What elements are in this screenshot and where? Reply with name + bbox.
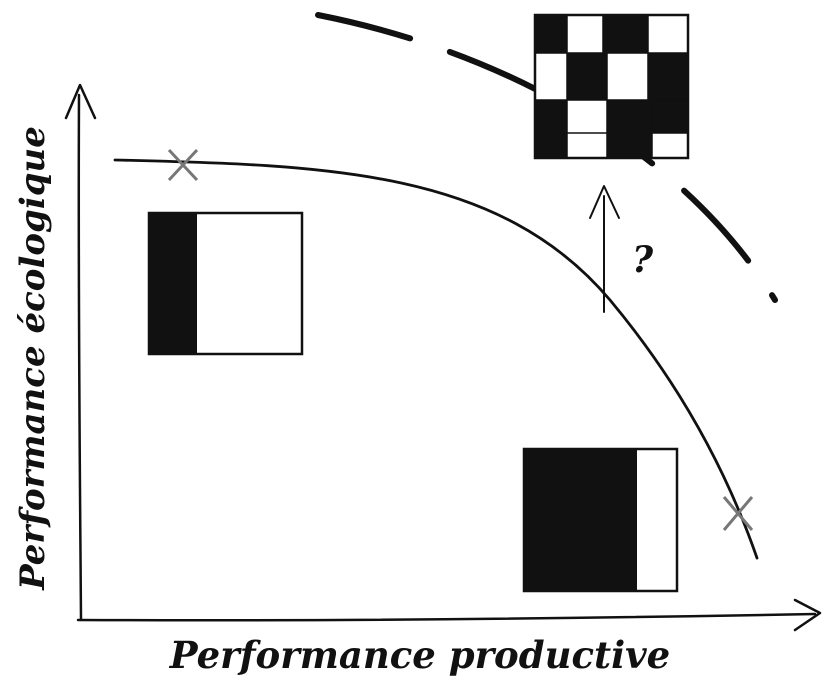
landscape-mosaic-icon [535,15,688,158]
y-axis-label: Performance écologique [13,126,53,591]
x-axis-line [78,614,815,620]
y-axis-line [79,95,81,620]
cross-marker-icon [169,150,197,180]
cross-marker-icon [724,497,752,530]
arrow-up-icon [590,186,619,312]
axes [66,85,820,630]
landscape-ecology-icon [149,213,302,354]
y-axis-arrowhead [66,85,95,118]
landscape-production-icon [524,449,677,591]
question-mark: ? [632,239,654,281]
x-axis-label: Performance productive [169,633,670,677]
